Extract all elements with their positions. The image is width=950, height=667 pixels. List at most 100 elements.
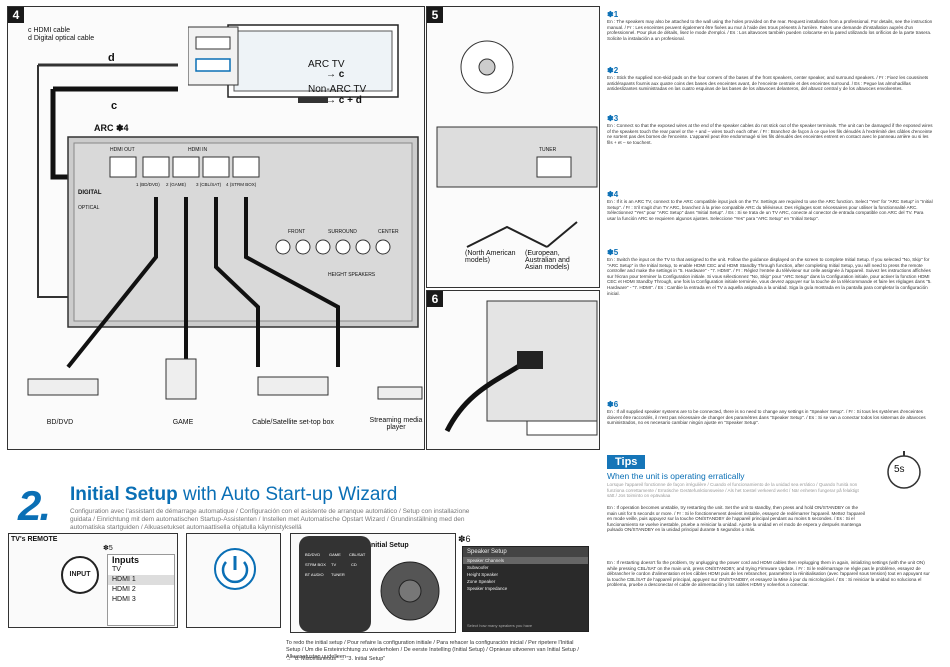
step-tag-4: 4 (8, 7, 24, 23)
tips-heading: When the unit is operating erratically (607, 471, 745, 481)
hdmi-input-1: 1 (BD/DVD) (136, 182, 160, 187)
nonarc-tv-label: Non-ARC TV (308, 84, 367, 95)
height-label: HEIGHT SPEAKERS (328, 272, 376, 278)
speaker-item-2[interactable]: Subwoofer (467, 565, 489, 570)
section-title: Initial Setup with Auto Start-up Wizard (70, 484, 397, 506)
device-cable-satellite: Cable/Satellite set-top box (252, 419, 334, 426)
note-6-text: En : If all supplied speaker systems are… (607, 409, 926, 426)
power-button-icon (214, 548, 256, 590)
tuner-label: TUNER (539, 147, 557, 153)
remote-btn-strm[interactable]: STRM BOX (305, 562, 326, 567)
inputs-menu: Inputs TV HDMI 1 HDMI 2 HDMI 3 (107, 554, 175, 626)
hdmi-in-label: HDMI IN (188, 147, 208, 153)
input-option-tv[interactable]: TV (112, 566, 121, 573)
device-game: GAME (172, 419, 194, 426)
note-4: ✽4 En : If it is an ARC TV, connect to t… (607, 190, 933, 221)
center-label: CENTER (378, 229, 399, 235)
surround-label: SURROUND (328, 229, 357, 235)
section-subtitle: Configuration avec l'assistant de démarr… (70, 508, 470, 531)
section-title-bold: Initial Setup (70, 484, 178, 505)
dpad-icon[interactable] (379, 560, 441, 622)
remote-controller (299, 536, 371, 632)
note-6: ✽6 En : If all supplied speaker systems … (607, 400, 933, 426)
tips-text-2: En : If restarting doesn't fix the probl… (607, 560, 930, 588)
speaker-setup-footer: Select how many speakers you have (467, 623, 533, 628)
remote-btn-tv[interactable]: TV (331, 562, 337, 567)
note-5: ✽5 En : Switch the input on the TV to th… (607, 248, 933, 296)
remote-btn-tuner[interactable]: TUNER (331, 572, 345, 577)
initial-setup-label: Initial Setup (369, 542, 409, 549)
note-2-text: En : Stick the supplied non-skid pads on… (607, 75, 929, 92)
antenna-label-na: (North American models) (465, 250, 516, 264)
optical-label: OPTICAL (78, 205, 100, 211)
remote-btn-bt-audio[interactable]: BT AUDIO (305, 572, 324, 577)
remote-btn-cd[interactable]: CD (351, 562, 357, 567)
digital-label: DIGITAL (78, 190, 102, 196)
note-1: ✽1 En : The speakers may also be attache… (607, 10, 933, 41)
timer-value: 5s (894, 464, 905, 475)
speaker-item-1[interactable]: Speaker Channels (463, 557, 588, 564)
remote-btn-cbl-sat[interactable]: CBL/SAT (349, 552, 366, 557)
step-power-on (186, 533, 281, 628)
step-tag-5: 5 (427, 7, 443, 23)
tips-badge: Tips (607, 455, 646, 469)
tv-remote-label: TV's REMOTE (11, 536, 58, 543)
note-6-marker: ✽6 (607, 400, 619, 409)
speaker-setup-title: Speaker Setup (463, 547, 588, 557)
device-streaming: Streaming media player (369, 417, 423, 431)
arc-tv-label: ARC TV (308, 59, 345, 70)
hdmi-out-label: HDMI OUT (110, 147, 135, 153)
speaker-item-4[interactable]: Zone Speaker (467, 579, 496, 584)
step-tv-remote: TV's REMOTE ✽5 INPUT Inputs TV HDMI 1 HD… (8, 533, 178, 628)
input-button[interactable]: INPUT (61, 556, 99, 594)
section-number: 2. (18, 482, 51, 529)
hdmi-input-3: 3 (CBL/SAT) (196, 182, 222, 187)
footer-menu-path: → "8. Miscellaneous" → "3. Initial Setup… (286, 656, 386, 662)
tv-illustration (188, 24, 399, 103)
note-5-ref: ✽5 (103, 545, 113, 552)
front-label: FRONT (288, 229, 306, 235)
note-1-text: En : The speakers may also be attached t… (607, 19, 933, 41)
note-5-text: En : Switch the input on the TV to that … (607, 257, 932, 296)
hdmi-input-2: 2 (GAME) (166, 182, 187, 187)
power-cord-illustration (444, 300, 598, 436)
input-option-hdmi1[interactable]: HDMI 1 (108, 575, 174, 585)
panel-hdmi-connection: 4 c HDMI cable d Digital optical cable d… (7, 6, 425, 450)
section-title-rest: with Auto Start-up Wizard (177, 484, 398, 505)
antenna-illustration (436, 40, 598, 248)
tips-subheading: Lorsque l'appareil fonctionne de façon i… (607, 482, 859, 499)
arc-note: ARC ✽4 (94, 123, 129, 133)
note-5-marker: ✽5 (607, 248, 619, 257)
note-3-marker: ✽3 (607, 114, 619, 123)
device-bd-dvd: BD/DVD (46, 419, 74, 426)
footer-redo-setup: To redo the initial setup / Pour refaire… (286, 640, 579, 660)
step-tag-6: 6 (427, 291, 443, 307)
nonarc-tv-arrow: → c + d (326, 95, 362, 106)
input-option-hdmi2[interactable]: HDMI 2 (112, 586, 136, 593)
speaker-item-5[interactable]: Speaker Impedance (467, 586, 508, 591)
input-option-hdmi3[interactable]: HDMI 3 (112, 596, 136, 603)
cable-label-d: d (108, 52, 115, 64)
arc-tv-arrow: → c (326, 69, 345, 80)
step-remote-setup: Initial Setup BD/DVD GAME CBL/SAT STRM B… (290, 533, 456, 633)
speaker-setup-screen: Speaker Setup Speaker Channels Subwoofer… (462, 546, 589, 632)
note-1-marker: ✽1 (607, 10, 619, 19)
note-3-text: En : Connect so that the exposed wires a… (607, 123, 933, 145)
cable-label-c: c (111, 100, 118, 112)
panel-power-cord: 6 (426, 290, 600, 450)
panel-antenna: 5 TUNER (North American models) (Europea… (426, 6, 600, 288)
legend-optical-cable: d Digital optical cable (28, 35, 95, 42)
antenna-label-eu: (European, Australian and Asian models) (525, 250, 570, 271)
remote-btn-game[interactable]: GAME (329, 552, 341, 557)
note-4-marker: ✽4 (607, 190, 619, 199)
hdmi-input-4: 4 (STRM BOX) (226, 182, 257, 187)
receiver-rear-panel (27, 63, 423, 400)
note-3: ✽3 En : Connect so that the exposed wire… (607, 114, 933, 145)
note-4-text: En : If it is an ARC TV, connect to the … (607, 199, 933, 221)
tips-text-1: En : If operation becomes unstable, try … (607, 505, 865, 533)
note-2-marker: ✽2 (607, 66, 619, 75)
speaker-item-3[interactable]: Height Speaker (467, 572, 499, 577)
remote-btn-bd-dvd[interactable]: BD/DVD (305, 552, 321, 557)
note-2: ✽2 En : Stick the supplied non-skid pads… (607, 66, 933, 92)
note-6-ref: ✽6 (458, 534, 471, 544)
